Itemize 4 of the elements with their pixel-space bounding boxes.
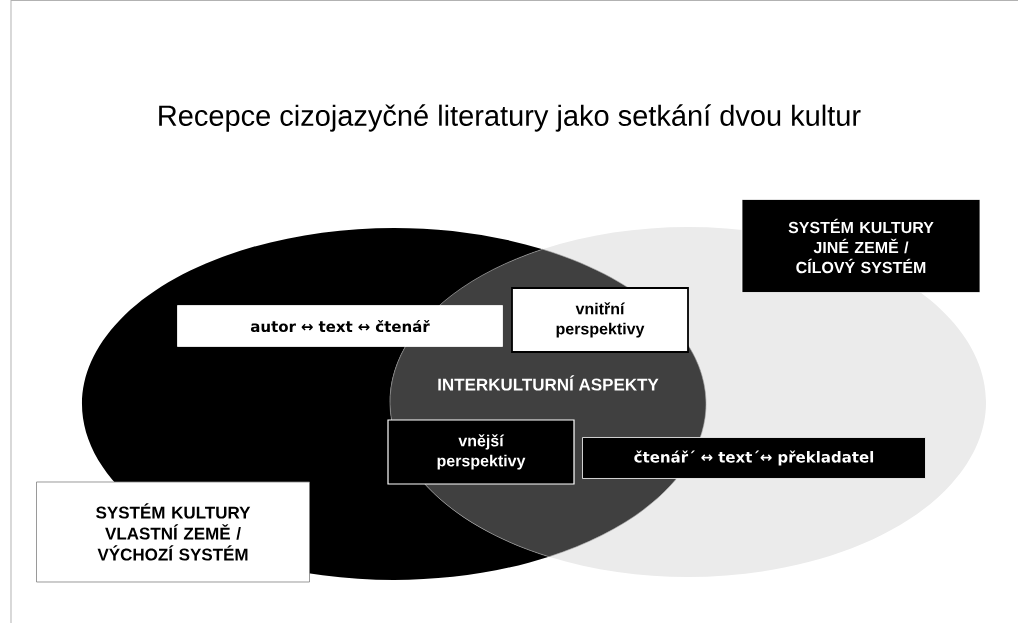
title: Recepce cizojazyčné literatury jako setkání dvou kultur	[159, 104, 861, 132]
label-box: SYSTÉM KULTURY JINÉ ZEMĚ / CÍLOVÝ SYSTÉM	[741, 199, 981, 293]
region-label: INTERKULTURNÍ ASPEKTY	[438, 375, 659, 391]
label-box: SYSTÉM KULTURY VLASTNÍ ZEMĚ / VÝCHOZÍ SYSTÉM	[36, 481, 310, 583]
